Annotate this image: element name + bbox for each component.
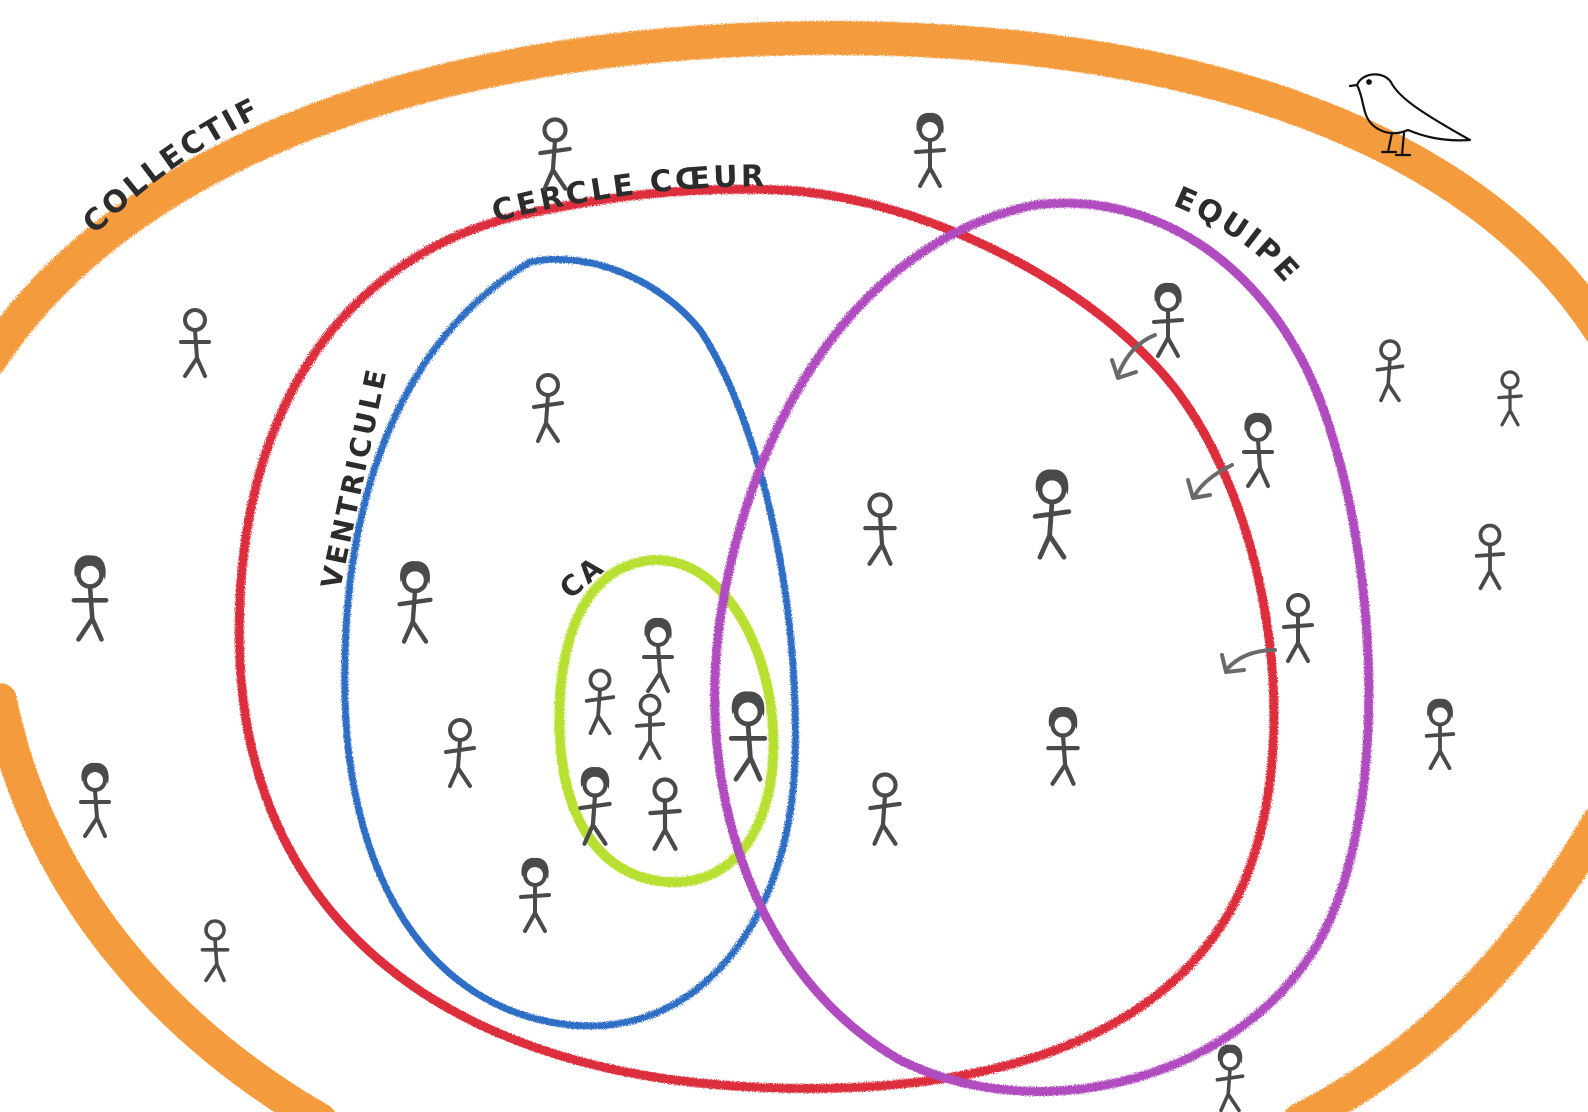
stick-figure-icon — [1217, 1045, 1242, 1111]
stick-figure-icon — [1284, 595, 1312, 661]
stick-figure-icon — [74, 555, 106, 639]
stick-figure-icon — [181, 310, 209, 376]
stick-figure-icon — [1377, 341, 1402, 400]
stick-figure-icon — [202, 921, 227, 980]
stick-figure-icon — [650, 780, 679, 849]
stick-figure-icon — [400, 561, 431, 641]
stick-figure-icon — [1477, 526, 1504, 589]
stick-figure-icon — [81, 763, 109, 836]
label-ca: CA — [553, 549, 611, 605]
stick-figure-icon — [1244, 413, 1272, 486]
stick-figure-icon — [865, 495, 894, 564]
stick-figure-icon — [1499, 372, 1521, 425]
stick-figure-icon — [1035, 469, 1069, 557]
label-cercle-coeur-text: CERCLE CŒUR — [488, 159, 767, 230]
stick-figure-icon — [534, 375, 562, 441]
stick-figure-icon — [521, 858, 549, 931]
stick-figure-icon — [446, 720, 474, 786]
stick-figure-icon — [916, 113, 944, 186]
label-cercle-coeur: CERCLE CŒUR — [488, 159, 767, 230]
stick-figure-icon — [644, 618, 672, 691]
stick-figure-icon — [1427, 699, 1454, 768]
stick-figure-icon — [1154, 283, 1182, 356]
stick-figure-icon — [637, 696, 664, 759]
stick-figure-icon — [731, 691, 765, 779]
stick-figure-icon — [587, 671, 614, 734]
stick-figure-icon — [1048, 707, 1077, 784]
stick-figure-icon — [870, 775, 899, 844]
